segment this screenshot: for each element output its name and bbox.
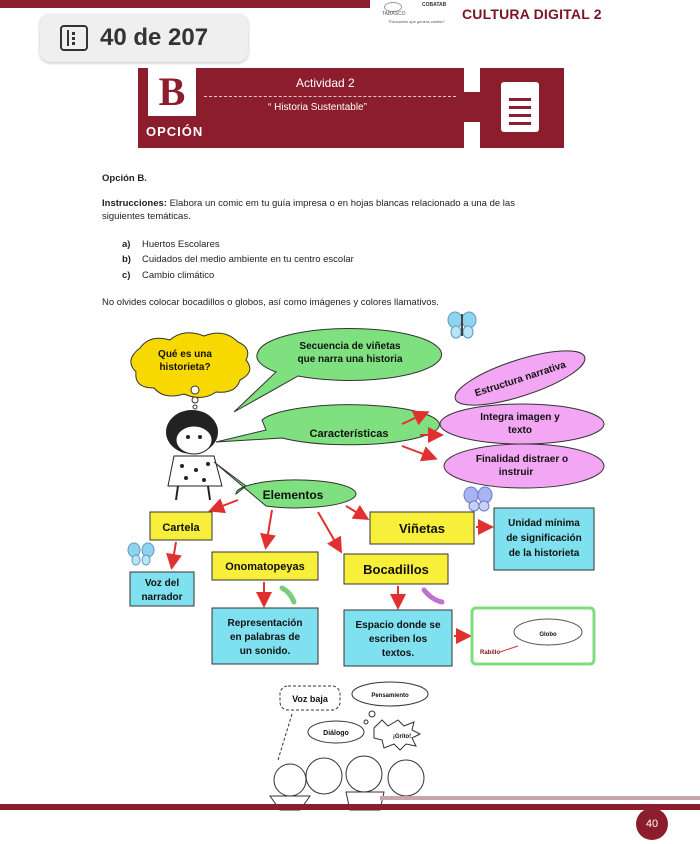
voz-node [129, 571, 195, 607]
page-indicator-text: 40 de 207 [100, 24, 209, 51]
activity-subtitle: “ Historia Sustentable” [268, 102, 367, 113]
onomatopeyas-node [211, 551, 319, 581]
document-icon [501, 82, 539, 132]
footer-bar [0, 804, 700, 810]
globo-bubble [513, 618, 583, 646]
purpose-text: Finalidad distraer o [476, 454, 568, 465]
topic-marker: b) [122, 254, 131, 265]
bocadillos-text: Bocadillos [363, 562, 429, 577]
butterfly-icon [463, 486, 493, 512]
characteristics-label: Características [310, 428, 389, 440]
representacion-node [211, 607, 319, 665]
bocadillos-node [343, 553, 449, 585]
topic-marker: a) [122, 239, 131, 250]
instructions-label: Instrucciones: [102, 198, 167, 209]
espacio-text: Espacio donde se [355, 620, 440, 631]
definition-bubble [233, 327, 443, 413]
question-text: historieta? [159, 362, 210, 373]
instructions-line1: Elabora un comic em tu guía impresa o en… [169, 198, 515, 209]
logo-text-right: COBATAB [422, 2, 447, 8]
document-title: CULTURA DIGITAL 2 [462, 6, 602, 22]
page-number: 40 [636, 808, 668, 840]
option-heading: Opción B. [102, 173, 147, 184]
vinetas-node [369, 511, 475, 545]
vinetas-text: Viñetas [399, 521, 445, 536]
integrates-text: texto [508, 425, 532, 436]
espacio-text: escriben los [369, 634, 428, 645]
dialogo-text: Diálogo [323, 730, 349, 737]
activity-title: Actividad 2 [296, 76, 355, 90]
topic-marker: c) [122, 270, 131, 281]
book-icon [60, 25, 88, 51]
caterpillar-icon [279, 585, 445, 605]
voz-text: Voz del [145, 578, 179, 589]
banner-letter: B [148, 68, 196, 116]
espacio-node [343, 609, 453, 667]
unit-text: Unidad mínima [508, 518, 580, 529]
rabillo-label: Rabillo [480, 650, 500, 656]
purpose-node [443, 443, 605, 489]
header-bar [0, 0, 370, 8]
institution-logos: TABASCO COBATAB "Educación que genera ca… [382, 2, 454, 24]
cartela-text: Cartela [162, 522, 200, 534]
elements-label: Elementos [263, 488, 324, 502]
definition-text: que narra una historia [297, 354, 402, 365]
footer-decoration [380, 796, 700, 800]
unit-text: de significación [506, 533, 582, 544]
topic-item: Huertos Escolares [142, 239, 220, 250]
representacion-text: un sonido. [240, 646, 291, 657]
integrates-text: Integra imagen y [480, 412, 560, 423]
cartela-node [149, 511, 213, 541]
pensamiento-text: Pensamiento [371, 693, 409, 699]
globo-label: Globo [539, 632, 557, 638]
unit-node [493, 507, 595, 571]
integrates-node [439, 403, 605, 445]
banner-divider [204, 96, 456, 97]
purpose-text: instruir [499, 467, 534, 478]
voz-text: narrador [141, 592, 182, 603]
question-text: Qué es una [158, 349, 212, 360]
definition-text: Secuencia de viñetas [299, 341, 401, 352]
tabasco-logo-icon [384, 2, 402, 12]
topic-item: Cambio climático [142, 270, 215, 281]
butterfly-icon [127, 542, 155, 566]
banner-connector [464, 92, 480, 122]
voz-baja-text: Voz baja [292, 694, 329, 704]
question-bubble [130, 332, 251, 398]
unit-text: de la historieta [509, 548, 580, 559]
butterfly-icon [447, 311, 477, 339]
logo-text-left: TABASCO [382, 11, 406, 17]
mafalda-character-illustration [166, 410, 223, 501]
instructions-line2: siguientes temáticas. [102, 211, 191, 222]
representacion-text: en palabras de [230, 632, 300, 643]
elements-bubble [213, 461, 357, 509]
characteristics-bubble [215, 404, 440, 446]
espacio-text: textos. [382, 648, 414, 659]
speech-types-illustration: Voz baja Pensamiento Diálogo ¡Grito! [269, 681, 429, 811]
page-indicator-button[interactable]: 40 de 207 [40, 14, 248, 62]
logo-tagline: "Educación que genera cambio" [388, 19, 445, 24]
grito-text: ¡Grito! [393, 734, 411, 740]
representacion-text: Representación [227, 618, 302, 629]
topic-item: Cuidados del medio ambiente en tu centro… [142, 254, 354, 265]
reminder-text: No olvides colocar bocadillos o globos, … [102, 297, 439, 308]
banner-option-label: OPCIÓN [146, 124, 204, 139]
onomatopeyas-text: Onomatopeyas [225, 561, 304, 573]
instructions: Instrucciones: Elabora un comic em tu gu… [102, 197, 602, 210]
